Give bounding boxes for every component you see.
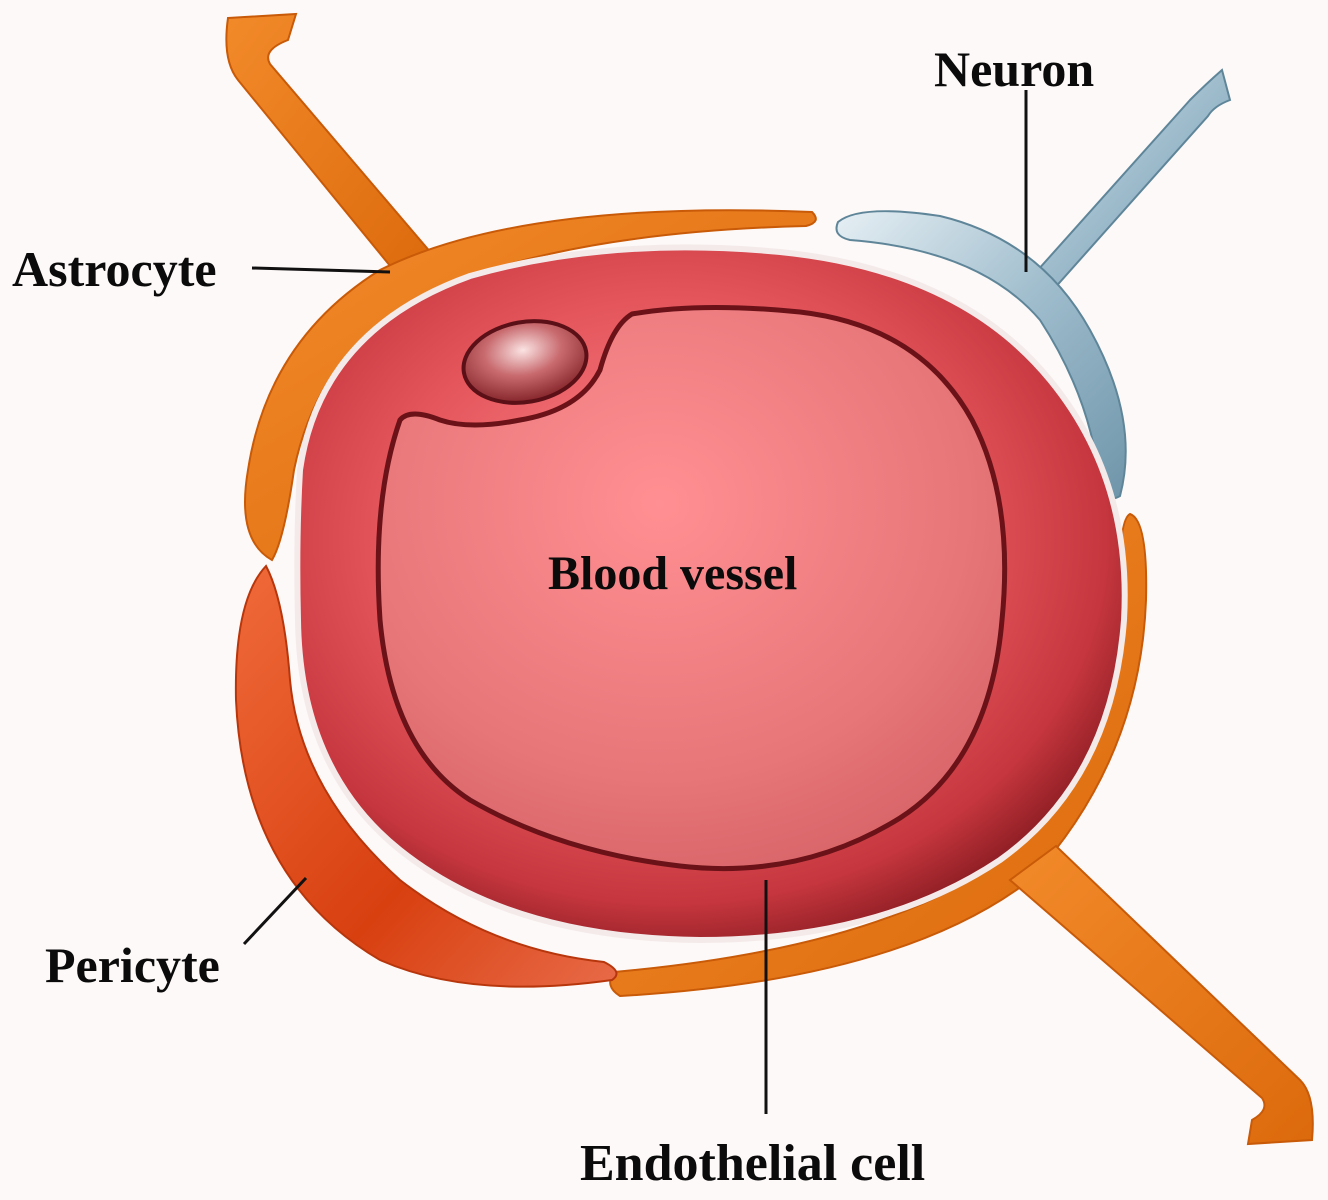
endothelial-cell-label: Endothelial cell bbox=[580, 1135, 926, 1192]
astrocyte-leader-line bbox=[251, 266, 391, 274]
pericyte-leader-line bbox=[242, 876, 308, 946]
pericyte-shape bbox=[234, 564, 618, 988]
pericyte-label: Pericyte bbox=[45, 937, 220, 993]
neuron-label: Neuron bbox=[934, 41, 1095, 97]
blood-vessel-label: Blood vessel bbox=[548, 547, 798, 600]
blood-vessel-shape bbox=[294, 244, 1128, 944]
astrocyte-label: Astrocyte bbox=[12, 241, 217, 297]
endothelial-nucleus bbox=[461, 319, 589, 405]
